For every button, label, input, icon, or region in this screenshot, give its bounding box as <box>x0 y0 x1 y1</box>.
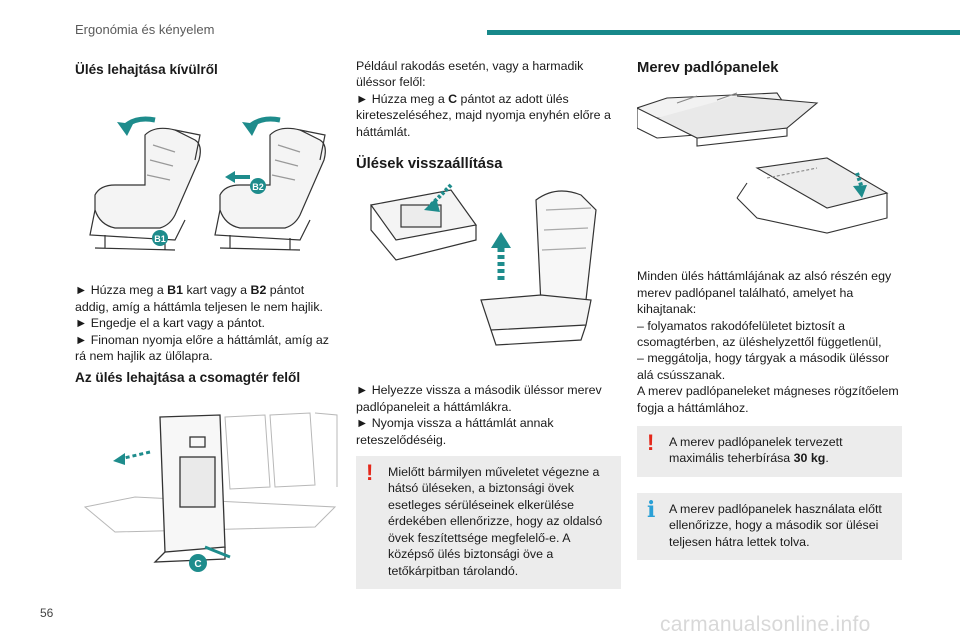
heading-rigid-panels: Merev padlópanelek <box>637 60 779 76</box>
instruction-b1-b2: ► Húzza meg a B1 kart vagy a B2 pántot a… <box>75 283 323 314</box>
panel-text-3: – meggátolja, hogy tárgyak a második ülé… <box>637 351 890 382</box>
warning-icon: ! <box>366 460 374 486</box>
seat-fold-outside-drawing: B1 B2 <box>89 116 326 252</box>
info-text: A merev padlópanelek használata előtt el… <box>669 501 882 549</box>
label-c: C <box>194 559 201 570</box>
label-b2: B2 <box>252 182 264 192</box>
seat-fold-trunk-drawing: C <box>83 412 338 572</box>
illustration-seat-restore <box>356 180 621 360</box>
label-b1-badge <box>152 230 168 247</box>
panel-text-2: – folyamatos rakodófelületet biztosít a … <box>637 318 882 350</box>
warning-text: Mielőtt bármilyen műveletet végezne a há… <box>388 465 603 578</box>
illustration-seat-fold-outside: B1 B2 <box>75 100 340 260</box>
panel-text-1: Minden ülés háttámlájának az alsó részén… <box>637 269 892 317</box>
label-b2-badge <box>250 178 266 195</box>
illustration-seat-fold-trunk: C <box>75 397 340 577</box>
heading-fold-outside: Ülés lehajtása kívülről <box>75 62 218 77</box>
instruction-push: ► Finoman nyomja előre a háttámlát, amíg… <box>75 332 329 364</box>
info-icon: i <box>647 496 656 523</box>
warning-max-load-text: A merev padlópanelek tervezett maximális… <box>669 435 843 466</box>
instruction-release: ► Engedje el a kart vagy a pántot. <box>75 316 265 331</box>
instruction-push-back: ► Nyomja vissza a háttámlát annak retesz… <box>356 416 554 447</box>
warning-icon: ! <box>647 430 655 456</box>
illustration-rigid-panels <box>635 88 902 248</box>
warning-box-seatbelts: ! Mielőtt bármilyen műveletet végezne a … <box>356 456 621 589</box>
column-3: Merev padlópanelek Minden ülés háttámláj… <box>635 50 902 561</box>
intro-text: Például rakodás esetén, vagy a harmadik … <box>356 59 584 90</box>
instruction-replace-panels: ► Helyezze vissza a második üléssor mere… <box>356 383 602 414</box>
watermark: carmanualsonline.info <box>660 613 871 636</box>
panel-text-4: A merev padlópaneleket mágneses rögzítőe… <box>637 384 899 415</box>
page-number: 56 <box>40 606 54 620</box>
heading-restore-seats: Ülések visszaállítása <box>356 156 503 173</box>
seat-restore-drawing <box>369 184 597 347</box>
label-c-badge <box>189 553 207 572</box>
warning-box-max-load: ! A merev padlópanelek tervezett maximál… <box>637 426 902 477</box>
label-b1: B1 <box>154 234 166 244</box>
header-accent-bar <box>487 30 960 35</box>
instruction-c: ► Húzza meg a C pántot az adott ülés kir… <box>356 91 611 139</box>
heading-fold-trunk: Az ülés lehajtása a csomagtér felől <box>75 370 301 386</box>
rigid-panels-drawing <box>635 92 889 234</box>
column-2: Például rakodás esetén, vagy a harmadik … <box>356 50 621 589</box>
info-box-seat-position: i A merev padlópanelek használata előtt … <box>637 492 902 561</box>
column-1: Ülés lehajtása kívülről B1 <box>75 50 340 577</box>
section-title: Ergonómia és kényelem <box>75 22 215 37</box>
